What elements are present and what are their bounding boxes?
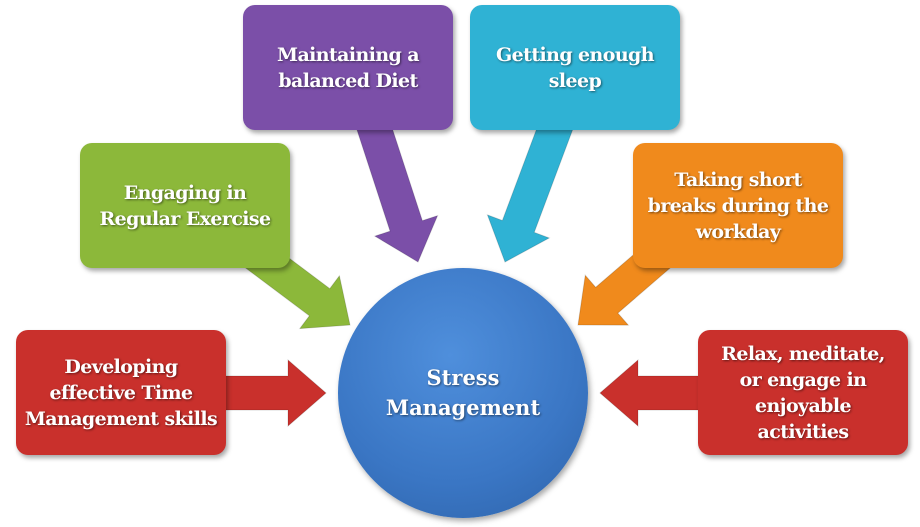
box-sleep: Getting enough sleep [470, 5, 680, 130]
box-label: Maintaining a balanced Diet [277, 43, 420, 92]
box-relax: Relax, meditate, or engage in enjoyable … [698, 330, 908, 455]
box-exercise: Engaging in Regular Exercise [80, 143, 290, 268]
box-label: Taking short breaks during the workday [647, 168, 829, 243]
box-breaks: Taking short breaks during the workday [633, 143, 843, 268]
arrow-time-management [209, 358, 327, 428]
box-time-management: Developing effective Time Management ski… [16, 330, 226, 455]
box-label: Getting enough sleep [496, 43, 654, 92]
arrow-diet [353, 109, 439, 263]
box-diet: Maintaining a balanced Diet [243, 5, 453, 130]
box-label: Relax, meditate, or engage in enjoyable … [721, 342, 885, 443]
box-label: Engaging in Regular Exercise [99, 181, 271, 230]
box-label: Developing effective Time Management ski… [24, 355, 218, 430]
center-circle-stress-management: Stress Management [338, 268, 588, 518]
